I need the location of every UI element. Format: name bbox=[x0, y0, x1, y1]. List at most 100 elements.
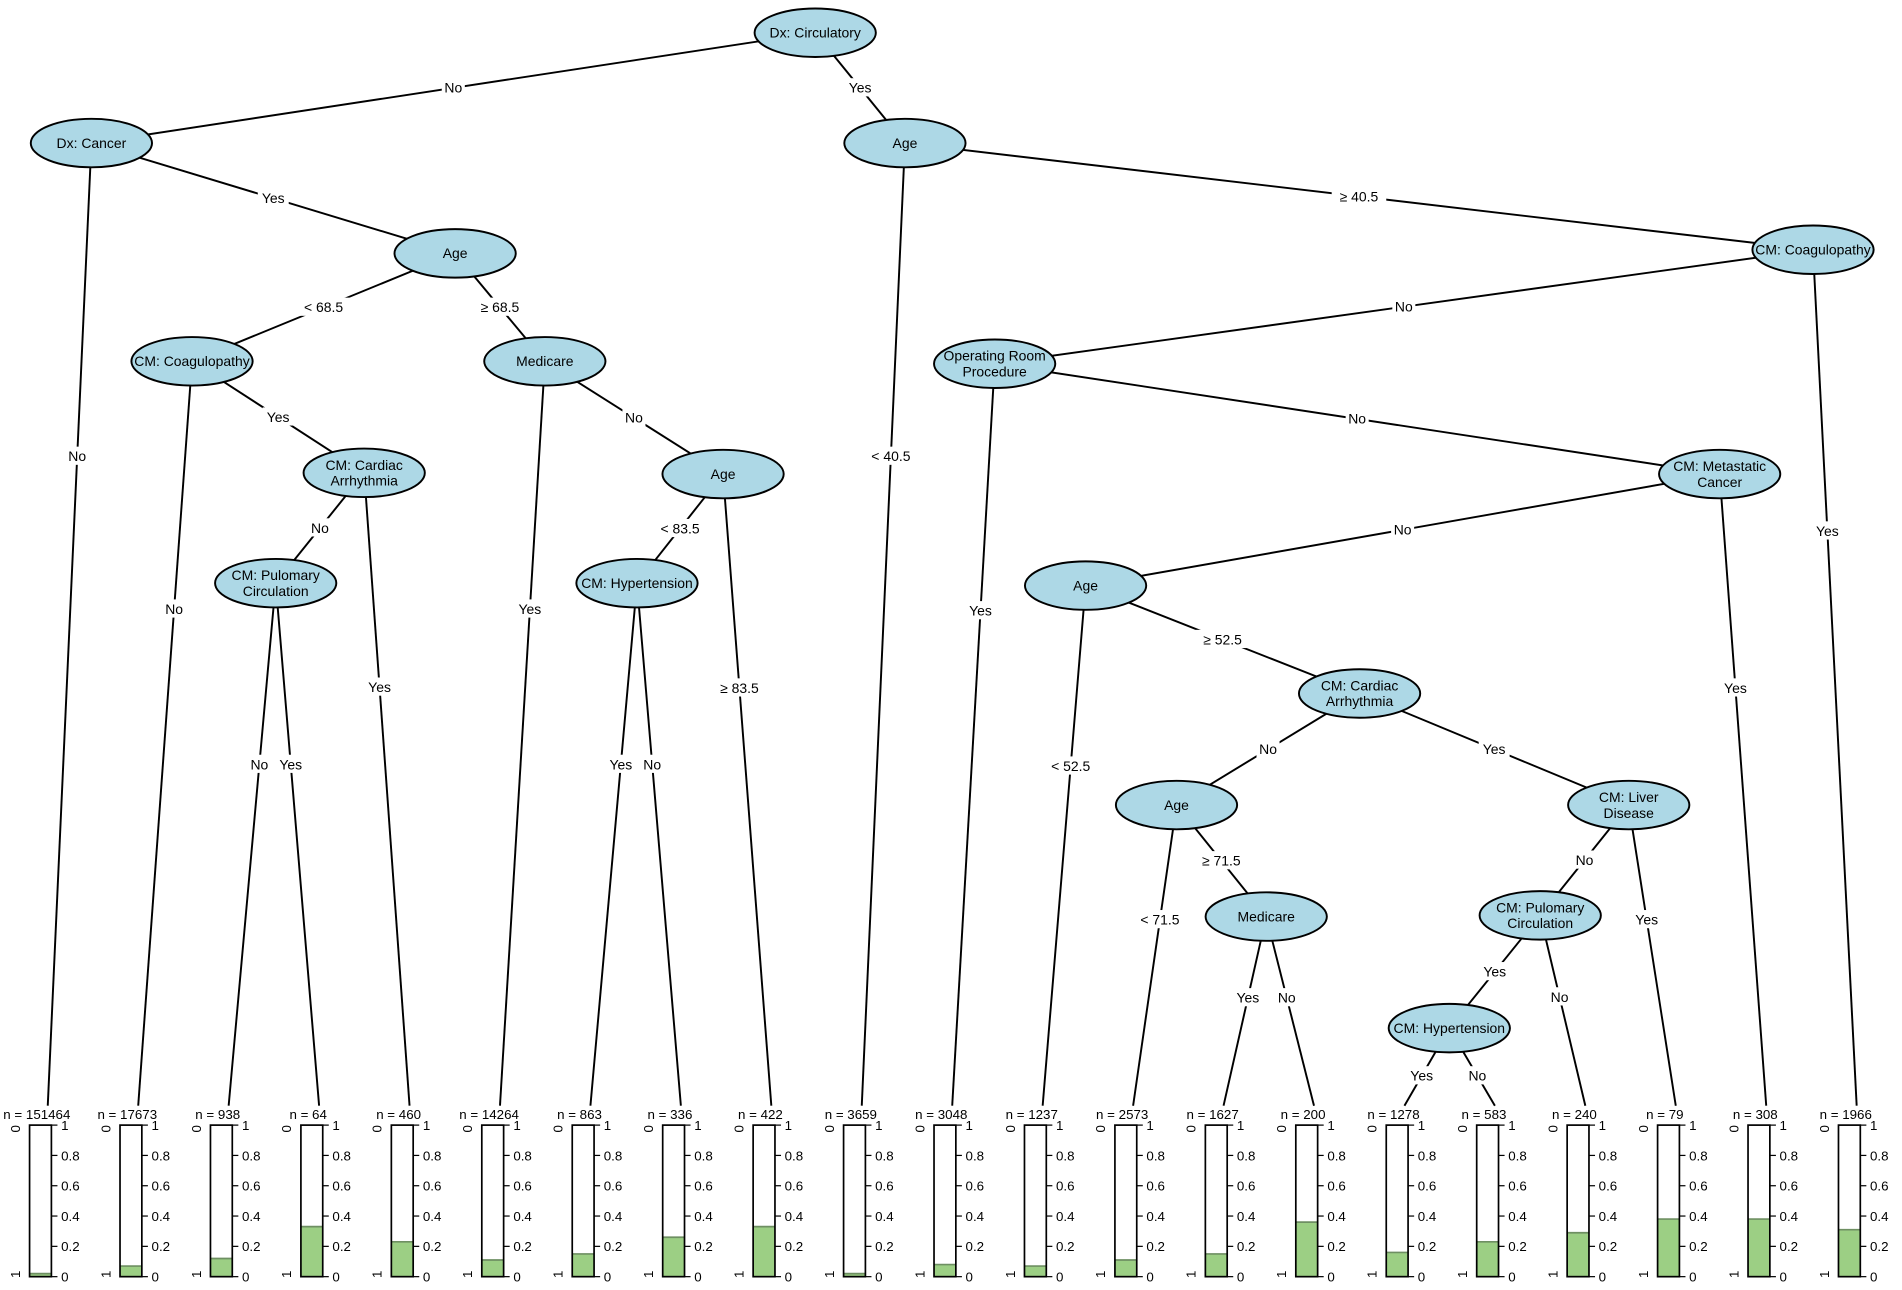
edge-label: Yes bbox=[849, 80, 872, 96]
axis-tick-label: 0.4 bbox=[604, 1209, 623, 1224]
axis-tick-label: 0.6 bbox=[1327, 1179, 1346, 1194]
node-label: Arrhythmia bbox=[1326, 693, 1394, 709]
terminal-n-label: n = 1966 bbox=[1820, 1107, 1872, 1122]
axis-tick-label: 1 bbox=[1146, 1118, 1153, 1133]
bar-fill-class1 bbox=[391, 1241, 414, 1277]
terminal-n-label: n = 64 bbox=[289, 1107, 327, 1122]
bar-frame bbox=[1294, 1124, 1319, 1278]
bar-background bbox=[481, 1125, 504, 1277]
axis-tick-label: 0 bbox=[1327, 1270, 1334, 1285]
split-node: Medicare bbox=[483, 336, 607, 387]
axis-tick-label: 0.6 bbox=[875, 1179, 894, 1194]
split-node: Dx: Circulatory bbox=[753, 7, 877, 58]
edge-label-bg bbox=[65, 446, 89, 465]
axis-tick-label: 0.2 bbox=[332, 1239, 351, 1254]
tree-edge bbox=[722, 473, 773, 1106]
axis-tick-label: 0.2 bbox=[875, 1239, 894, 1254]
node-label: Circulation bbox=[243, 583, 309, 599]
axis-tick-label: 0.2 bbox=[694, 1239, 713, 1254]
terminal-n-label: n = 1627 bbox=[1187, 1107, 1239, 1122]
axis-tick-label: 0.2 bbox=[1418, 1239, 1437, 1254]
edge-label-bg bbox=[1572, 850, 1596, 869]
axis-tick-label: 0.6 bbox=[152, 1179, 171, 1194]
class-label-1: 1 bbox=[1184, 1271, 1199, 1278]
axis-tick-label: 0.8 bbox=[1780, 1148, 1799, 1163]
class-label-0: 0 bbox=[189, 1125, 204, 1132]
edge-label: Yes bbox=[279, 756, 302, 772]
axis-tick-label: 0.6 bbox=[1418, 1179, 1437, 1194]
axis-tick-label: 0.8 bbox=[1599, 1148, 1618, 1163]
axis-tick-label: 0.4 bbox=[1870, 1209, 1889, 1224]
axis-tick-label: 0.4 bbox=[152, 1209, 171, 1224]
edge-label: Yes bbox=[262, 190, 285, 206]
axis-tick-label: 0.6 bbox=[694, 1179, 713, 1194]
axis-tick-label: 1 bbox=[332, 1118, 339, 1133]
bar-frame bbox=[1656, 1124, 1681, 1278]
split-node: Age bbox=[1114, 779, 1239, 831]
axis-tick-label: 0.6 bbox=[1780, 1179, 1799, 1194]
class-label-0: 0 bbox=[370, 1125, 385, 1132]
edge-label: < 71.5 bbox=[1140, 912, 1179, 928]
axis-tick-label: 0.2 bbox=[1870, 1239, 1889, 1254]
bar-background bbox=[391, 1125, 414, 1277]
edge-label-bg bbox=[863, 446, 919, 465]
axis-tick-label: 1 bbox=[152, 1118, 159, 1133]
node-label: Age bbox=[443, 245, 468, 261]
bar-fill-class1 bbox=[572, 1253, 595, 1277]
edge-label: Yes bbox=[1635, 912, 1658, 928]
bar-fill-class1 bbox=[1386, 1252, 1409, 1277]
tree-edge bbox=[1041, 585, 1087, 1106]
axis-tick-label: 1 bbox=[1870, 1118, 1877, 1133]
tree-edge bbox=[1132, 804, 1178, 1106]
edge-label: Yes bbox=[1816, 523, 1839, 539]
terminal-n-label: n = 863 bbox=[557, 1107, 602, 1122]
bar-frame bbox=[842, 1124, 867, 1278]
edge-label-bg bbox=[247, 754, 271, 773]
split-node: Age bbox=[843, 117, 967, 169]
axis-tick-label: 0.2 bbox=[61, 1239, 80, 1254]
edge-label: Yes bbox=[1724, 680, 1747, 696]
tree-edge bbox=[227, 583, 277, 1106]
bar-background bbox=[29, 1125, 52, 1277]
node-ellipse bbox=[483, 336, 607, 387]
axis-tick-label: 0.6 bbox=[1689, 1179, 1708, 1194]
bar-frame bbox=[933, 1124, 957, 1278]
class-label-0: 0 bbox=[822, 1125, 837, 1132]
bar-background bbox=[1386, 1125, 1409, 1277]
node-label: CM: Coagulopathy bbox=[1755, 242, 1870, 258]
axis-tick-label: 0.2 bbox=[513, 1239, 532, 1254]
axis-tick-label: 0.4 bbox=[513, 1209, 532, 1224]
class-label-0: 0 bbox=[1817, 1125, 1832, 1132]
axis-tick-label: 0.8 bbox=[423, 1148, 442, 1163]
class-label-0: 0 bbox=[1636, 1125, 1651, 1132]
edge-label-bg bbox=[844, 78, 876, 97]
node-label: Age bbox=[1073, 577, 1098, 593]
class-label-1: 1 bbox=[1726, 1271, 1741, 1278]
axis-tick-label: 0.4 bbox=[875, 1209, 894, 1224]
node-ellipse bbox=[1204, 891, 1328, 942]
tree-edge bbox=[636, 583, 682, 1106]
axis-tick-label: 0 bbox=[1689, 1270, 1696, 1285]
axis-tick-label: 0.8 bbox=[966, 1148, 985, 1163]
terminal-n-label: n = 14264 bbox=[459, 1107, 519, 1122]
bar-fill-class1 bbox=[1838, 1229, 1861, 1277]
edge-label: Yes bbox=[368, 679, 391, 695]
class-label-1: 1 bbox=[731, 1271, 746, 1278]
axis-tick-label: 1 bbox=[694, 1118, 701, 1133]
edge-label-bg bbox=[1478, 739, 1510, 758]
node-ellipse bbox=[1567, 779, 1691, 831]
edge-label: < 52.5 bbox=[1051, 758, 1090, 774]
node-label: Disease bbox=[1604, 805, 1655, 821]
edge-label: Yes bbox=[1410, 1068, 1433, 1084]
bar-fill-class1 bbox=[1748, 1219, 1770, 1277]
split-node: Medicare bbox=[1204, 891, 1328, 942]
bar-fill-class1 bbox=[1024, 1266, 1047, 1277]
edge-label: No bbox=[1395, 299, 1413, 315]
axis-tick-label: 0.4 bbox=[1689, 1209, 1708, 1224]
class-label-0: 0 bbox=[1274, 1125, 1289, 1132]
bar-fill-class1 bbox=[120, 1266, 142, 1277]
